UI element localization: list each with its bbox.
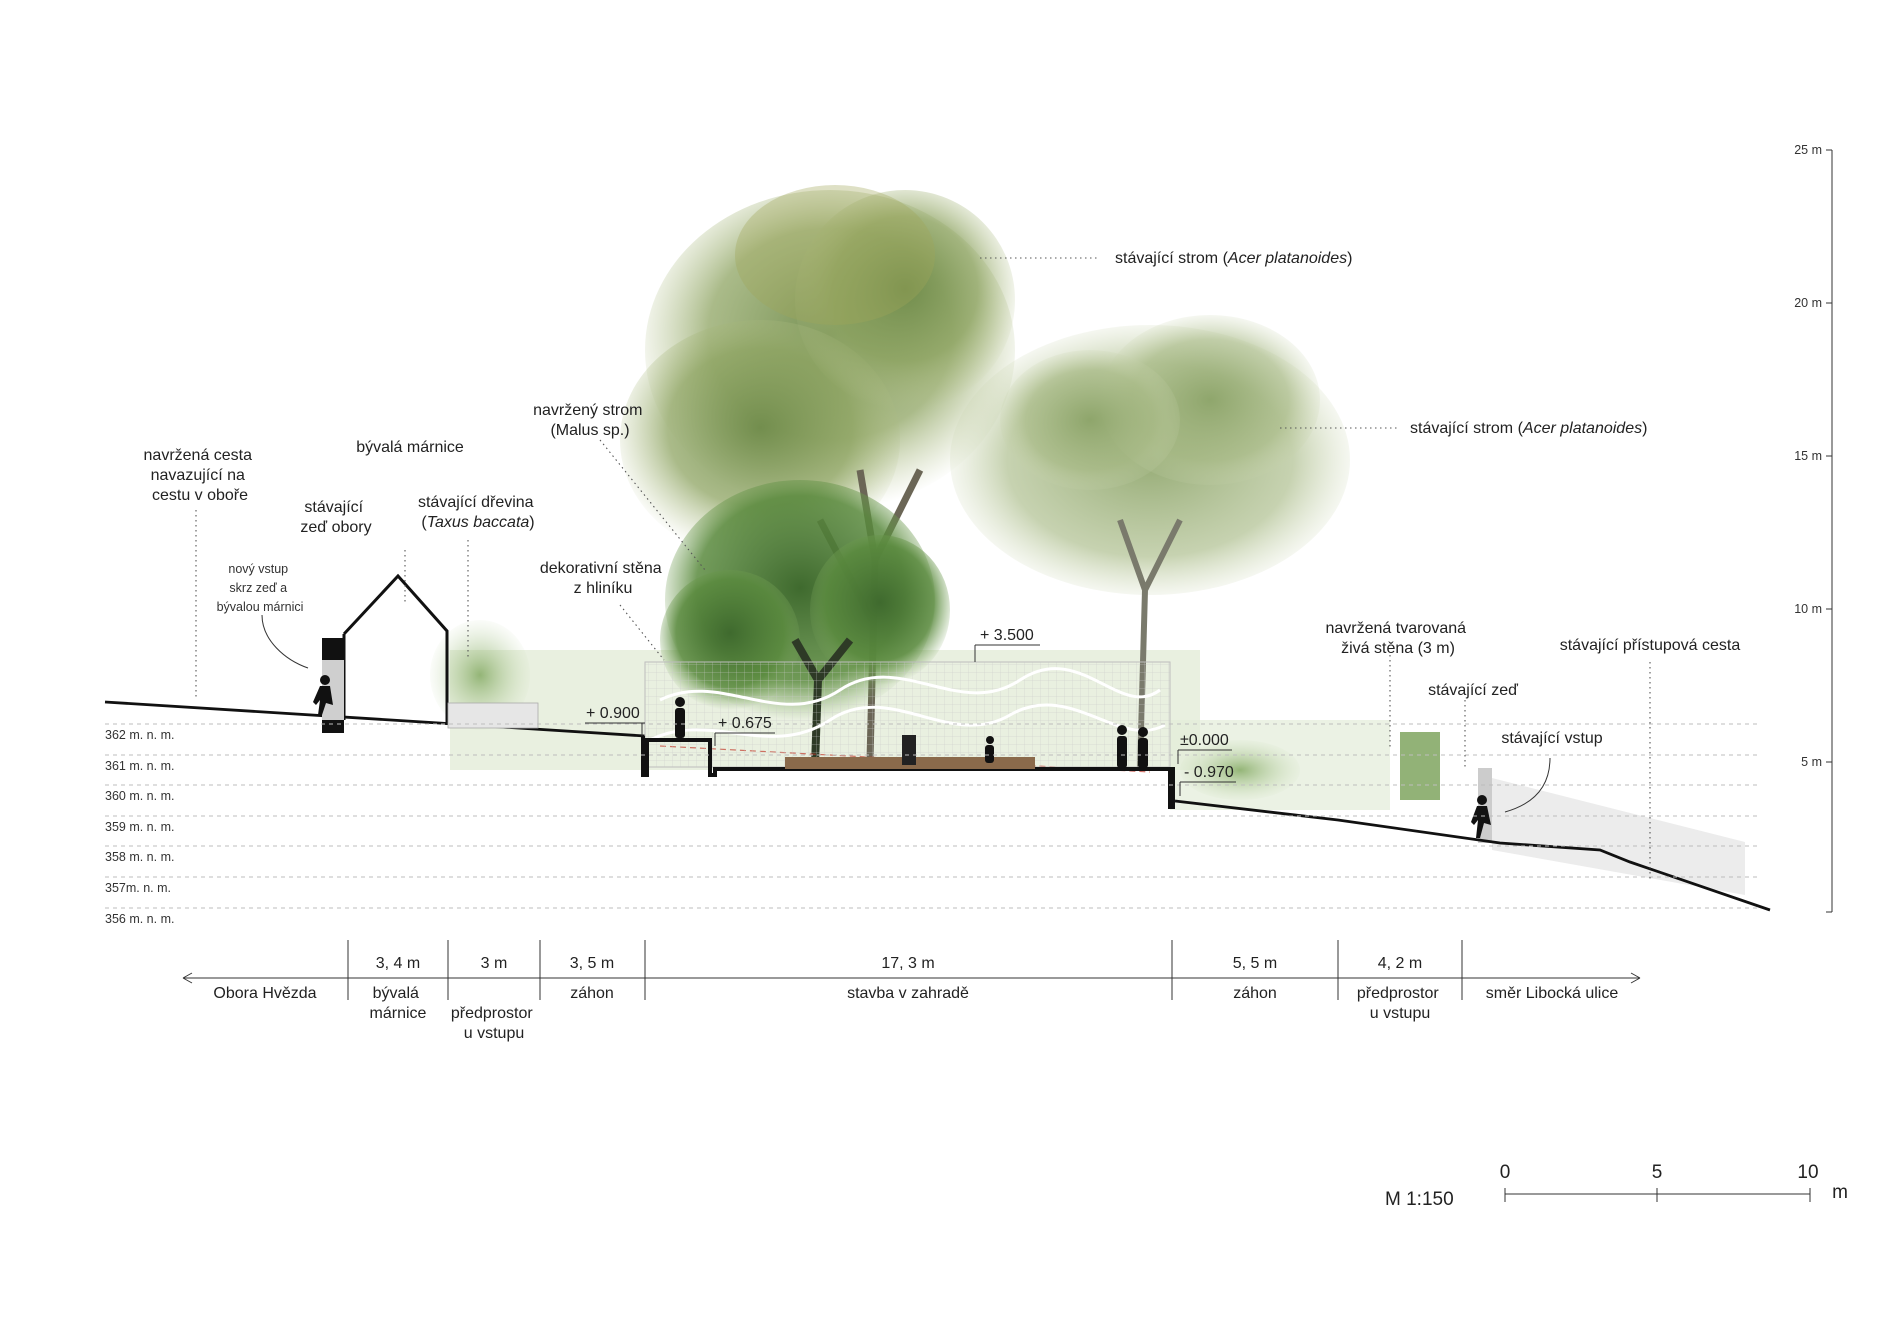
label-proposed-tree: navržený strom (Malus sp.): [533, 402, 647, 439]
level-label: 356 m. n. m.: [105, 912, 174, 926]
height-mark: + 0.675: [718, 715, 772, 732]
dimension-name: předprostor u vstupu: [451, 1005, 537, 1042]
axis-tick-label: 20 m: [1794, 296, 1822, 310]
dimension-name: záhon: [1233, 985, 1277, 1002]
label-existing-tree-top: stávající strom (Acer platanoides): [1115, 250, 1352, 267]
dimension-name: Obora Hvězda: [213, 985, 316, 1002]
label-hedge: navržená tvarovaná živá stěna (3 m): [1326, 620, 1471, 657]
label-existing-wall: stávající zeď: [1428, 682, 1518, 699]
dimension-size: 17, 3 m: [881, 955, 934, 972]
garden-pavilion: [641, 661, 1175, 809]
height-marks: + 3.500 + 0.900 + 0.675 ±0.000 - 0.970: [585, 627, 1236, 796]
scale-unit: m: [1832, 1182, 1848, 1203]
dimension-size: 3 m: [481, 955, 508, 972]
level-label: 360 m. n. m.: [105, 789, 174, 803]
height-mark: ±0.000: [1180, 732, 1229, 749]
hedge-wall: [1400, 732, 1440, 800]
level-label: 362 m. n. m.: [105, 728, 174, 742]
axis-tick-label: 25 m: [1794, 143, 1822, 157]
label-proposed-path: navržená cesta navazující na cestu v obo…: [144, 447, 257, 504]
existing-tree-left: [620, 185, 1015, 761]
old-morgue-house: [322, 573, 539, 733]
scale-bar: M 1:150 0 5 10 m: [1385, 1162, 1848, 1210]
dimension-size: 5, 5 m: [1233, 955, 1277, 972]
dimension-size: 3, 5 m: [570, 955, 614, 972]
height-mark: + 3.500: [980, 627, 1034, 644]
label-existing-tree-mid: stávající strom (Acer platanoides): [1410, 420, 1647, 437]
label-deco-wall: dekorativní stěna z hliníku: [540, 560, 666, 597]
height-mark: + 0.900: [586, 705, 640, 722]
height-scale-axis: 25 m 20 m 15 m 10 m 5 m: [1794, 143, 1833, 913]
axis-tick-label: 5 m: [1801, 755, 1822, 769]
axis-tick-label: 15 m: [1794, 449, 1822, 463]
proposed-apple-tree: [660, 480, 950, 766]
existing-tree-right: [950, 315, 1350, 771]
dimension-name: záhon: [570, 985, 614, 1002]
label-old-morgue: bývalá márnice: [356, 439, 464, 456]
level-label: 359 m. n. m.: [105, 820, 174, 834]
scale-tick: 0: [1500, 1162, 1511, 1183]
dimension-name: směr Libocká ulice: [1486, 985, 1619, 1002]
taxus-shrub: [430, 620, 530, 730]
axis-tick-label: 10 m: [1794, 602, 1822, 616]
dimension-size: 3, 4 m: [376, 955, 420, 972]
people: [313, 675, 1491, 838]
dimension-name: bývalá márnice: [370, 985, 427, 1022]
label-existing-entry: stávající vstup: [1501, 730, 1602, 747]
elevation-labels: 362 m. n. m. 361 m. n. m. 360 m. n. m. 3…: [105, 728, 174, 926]
label-new-entry: nový vstup skrz zeď a bývalou márnici: [217, 562, 304, 614]
scale-tick: 5: [1652, 1162, 1663, 1183]
label-taxus: stávající dřevina (Taxus baccata): [418, 494, 538, 531]
scale-tick: 10: [1797, 1162, 1818, 1183]
height-mark: - 0.970: [1184, 764, 1234, 781]
level-label: 358 m. n. m.: [105, 850, 174, 864]
dimension-chain: 3, 4 m 3 m 3, 5 m 17, 3 m 5, 5 m 4, 2 m …: [182, 940, 1641, 1042]
scale-ratio: M 1:150: [1385, 1189, 1454, 1210]
level-label: 361 m. n. m.: [105, 759, 174, 773]
label-wall-obora: stávající zeď obory: [300, 499, 371, 536]
elevation-lines: [105, 723, 1760, 909]
leader-lines: [195, 257, 1651, 880]
label-access-road: stávající přístupová cesta: [1560, 637, 1741, 654]
level-label: 357m. n. m.: [105, 881, 171, 895]
dimension-size: 4, 2 m: [1378, 955, 1422, 972]
dimension-name: stavba v zahradě: [847, 985, 969, 1002]
dimension-name: předprostor u vstupu: [1357, 985, 1443, 1022]
